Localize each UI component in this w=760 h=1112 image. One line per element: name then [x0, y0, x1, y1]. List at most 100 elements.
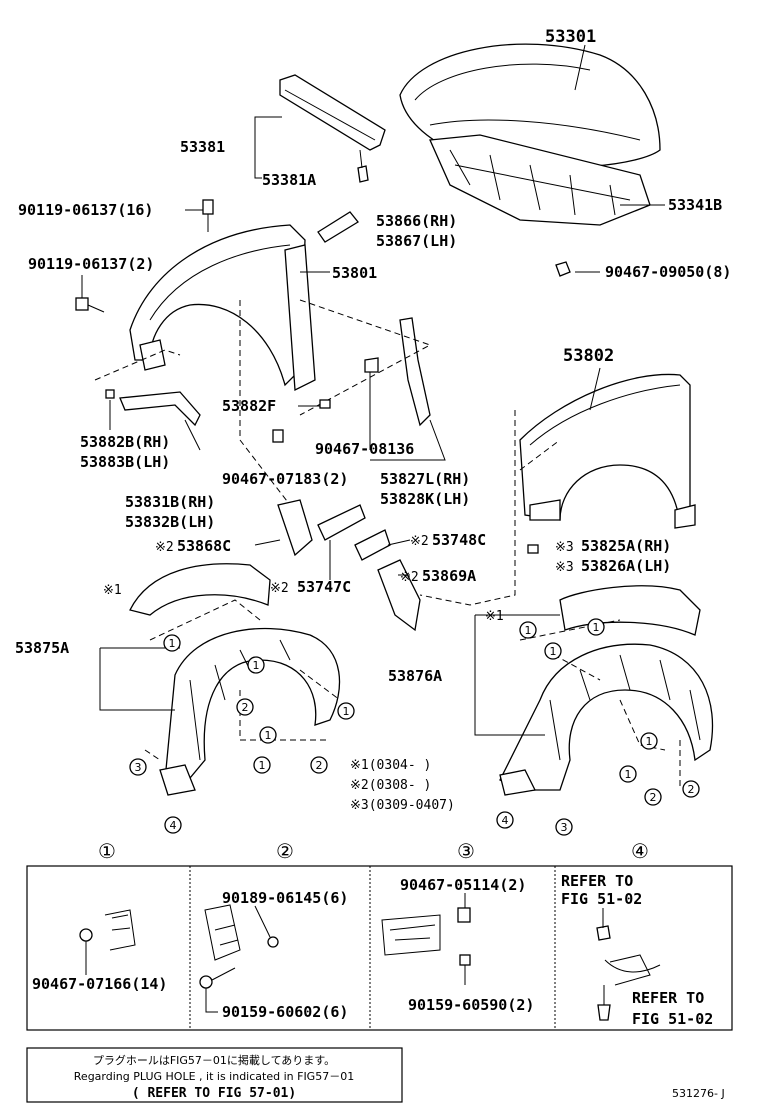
label-hood: 53301 — [545, 27, 596, 47]
bolt-icon — [75, 297, 105, 313]
detail-header-4: ④ — [631, 839, 649, 863]
svg-text:4: 4 — [170, 819, 177, 832]
leader-53748c — [387, 539, 411, 546]
callout-circles: 1 1 2 1 1 2 1 3 4 1 1 1 1 1 2 2 4 3 — [129, 618, 700, 836]
svg-text:2: 2 — [242, 701, 249, 714]
leader-brace — [369, 372, 446, 461]
mark-1: ※1 — [485, 609, 504, 624]
detail-3-label-b: 90159-60590(2) — [408, 996, 534, 1014]
label-fender-left: 53801 — [332, 264, 377, 282]
svg-text:1: 1 — [646, 735, 653, 748]
assembly-dashes — [519, 439, 561, 471]
label-clip-09050: 90467-09050(8) — [605, 263, 731, 281]
fender-seal-drawing — [317, 211, 359, 243]
figure-id: 531276- J — [672, 1087, 725, 1100]
detail-header-2: ② — [276, 839, 294, 863]
label-53748c: 53748C — [432, 531, 486, 549]
svg-text:2: 2 — [650, 791, 657, 804]
left-liner-drawing — [159, 627, 341, 796]
callout-2: 2 — [682, 780, 700, 798]
svg-text:4: 4 — [502, 814, 509, 827]
callout-1: 1 — [253, 756, 271, 774]
detail-4-ref-a-line1: REFER TO — [561, 872, 633, 890]
pad-icon — [319, 399, 331, 409]
detail-3-label-a: 90467-05114(2) — [400, 876, 526, 894]
svg-text:1: 1 — [265, 729, 272, 742]
label-fender-seal-rh: 53866(RH) — [376, 212, 457, 230]
callout-1: 1 — [619, 765, 637, 783]
mark-2: ※2 — [400, 570, 419, 585]
label-53747c: 53747C — [297, 578, 351, 596]
callout-3: 3 — [129, 758, 147, 776]
svg-text:2: 2 — [316, 759, 323, 772]
leader-53876a — [474, 614, 560, 736]
label-bracket-rh: 53882B(RH) — [80, 433, 170, 451]
mark-2: ※2 — [270, 581, 289, 596]
seal-icon — [527, 544, 539, 554]
right-liner-drawing — [499, 643, 714, 796]
detail-2-drawing — [199, 904, 279, 1013]
label-bracket-assy-rh: 53831B(RH) — [125, 493, 215, 511]
bracket-53748c-drawing — [354, 529, 391, 561]
detail-header-3: ③ — [457, 839, 475, 863]
label-fender-seal-lh: 53867(LH) — [376, 232, 457, 250]
svg-text:1: 1 — [343, 705, 350, 718]
assembly-dashes — [239, 300, 291, 506]
svg-text:3: 3 — [561, 821, 568, 834]
callout-2: 2 — [236, 698, 254, 716]
detail-4-ref-b-line1: REFER TO — [632, 989, 704, 1007]
label-seal-rh: 53825A(RH) — [581, 537, 671, 555]
callout-2: 2 — [644, 788, 662, 806]
leader-53381a — [359, 149, 363, 169]
svg-text:1: 1 — [525, 624, 532, 637]
svg-text:2: 2 — [688, 783, 695, 796]
detail-4-drawing — [596, 908, 661, 1021]
legend-1: ※1(0304- ) — [350, 758, 431, 773]
legend-2: ※2(0308- ) — [350, 778, 431, 793]
leader-53868c — [254, 539, 281, 546]
assembly-dashes — [149, 599, 330, 741]
mark-3: ※3 — [555, 540, 574, 555]
label-bracket-assy-lh: 53832B(LH) — [125, 513, 215, 531]
callout-1: 1 — [163, 634, 181, 652]
label-brace-lh: 53828K(LH) — [380, 490, 470, 508]
leader-53875a — [99, 647, 180, 711]
label-hood-support-clip: 53381A — [262, 171, 316, 189]
assembly-dashes — [144, 669, 341, 761]
note-reference: ( REFER TO FIG 57-01) — [132, 1086, 296, 1101]
assembly-dashes — [419, 410, 516, 606]
left-liner-top-drawing — [129, 563, 271, 616]
clip-icon — [357, 165, 369, 183]
leader-hood — [574, 44, 586, 91]
detail-header-1: ① — [98, 839, 116, 863]
clip-icon — [272, 429, 284, 443]
hood-insulator-drawing — [429, 134, 651, 226]
svg-text:1: 1 — [625, 768, 632, 781]
label-liner-right: 53876A — [388, 667, 442, 685]
callout-1: 1 — [544, 642, 562, 660]
detail-1-label: 90467-07166(14) — [32, 975, 167, 993]
callout-1: 1 — [337, 702, 355, 720]
bolt-icon — [202, 199, 214, 232]
leader-53802 — [589, 367, 601, 411]
label-53868c: 53868C — [177, 537, 231, 555]
svg-text:1: 1 — [593, 621, 600, 634]
svg-text:1: 1 — [169, 637, 176, 650]
note-japanese: プラグホールはFIG57－01に掲載してあります。 — [93, 1053, 335, 1067]
mark-1: ※1 — [103, 583, 122, 598]
label-bracket-lh: 53883B(LH) — [80, 453, 170, 471]
detail-3-drawing — [381, 893, 471, 985]
callout-4: 4 — [164, 816, 182, 834]
detail-1-drawing — [79, 909, 136, 975]
assembly-dashes — [299, 299, 432, 416]
note-box — [26, 1047, 403, 1103]
callout-1: 1 — [247, 656, 265, 674]
label-seal-lh: 53826A(LH) — [581, 557, 671, 575]
callout-1: 1 — [519, 621, 537, 639]
detail-2-label-b: 90159-60602(6) — [222, 1003, 348, 1021]
callout-1: 1 — [587, 618, 605, 636]
label-bolt-16: 90119-06137(16) — [18, 201, 153, 219]
leader-bracket — [109, 400, 201, 451]
note-english: Regarding PLUG HOLE , it is indicated in… — [74, 1070, 354, 1083]
label-clip-08136: 90467-08136 — [315, 440, 414, 458]
